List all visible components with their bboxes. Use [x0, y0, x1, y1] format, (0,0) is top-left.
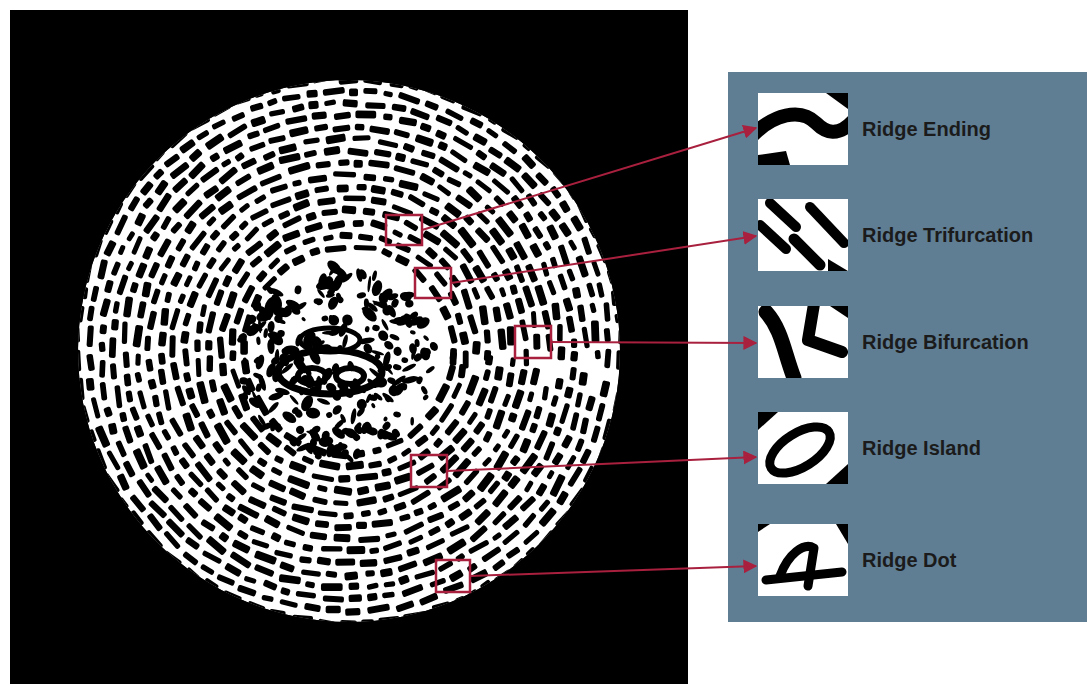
minutia-thumbnail: [758, 93, 848, 165]
minutia-label: Ridge Ending: [862, 117, 991, 141]
leader-arrow: [551, 342, 756, 343]
minutia-thumbnail: [758, 412, 848, 484]
leader-arrow: [422, 128, 756, 230]
highlight-box: [515, 326, 551, 358]
minutia-item: Ridge Bifurcation: [758, 306, 1029, 378]
highlight-box: [386, 215, 422, 245]
highlight-box: [411, 455, 447, 487]
leader-arrow: [470, 566, 756, 576]
minutia-thumbnail: [758, 199, 848, 271]
minutia-label: Ridge Dot: [862, 548, 956, 572]
minutia-label: Ridge Island: [862, 436, 981, 460]
minutia-thumbnail: [758, 306, 848, 378]
leader-arrow: [447, 457, 756, 471]
highlight-box: [415, 268, 451, 298]
minutia-label: Ridge Trifurcation: [862, 223, 1033, 247]
minutia-label: Ridge Bifurcation: [862, 330, 1029, 354]
callout-leaders: [386, 128, 756, 592]
leader-arrow: [451, 236, 756, 283]
minutia-item: Ridge Ending: [758, 93, 991, 165]
highlight-box: [436, 560, 470, 592]
black-background: [10, 10, 688, 684]
fingerprint-pattern: [74, 74, 625, 628]
minutia-item: Ridge Dot: [758, 524, 956, 596]
minutia-item: Ridge Trifurcation: [758, 199, 1033, 271]
minutia-item: Ridge Island: [758, 412, 981, 484]
minutia-thumbnail: [758, 524, 848, 596]
minutiae-panel: [728, 72, 1087, 622]
